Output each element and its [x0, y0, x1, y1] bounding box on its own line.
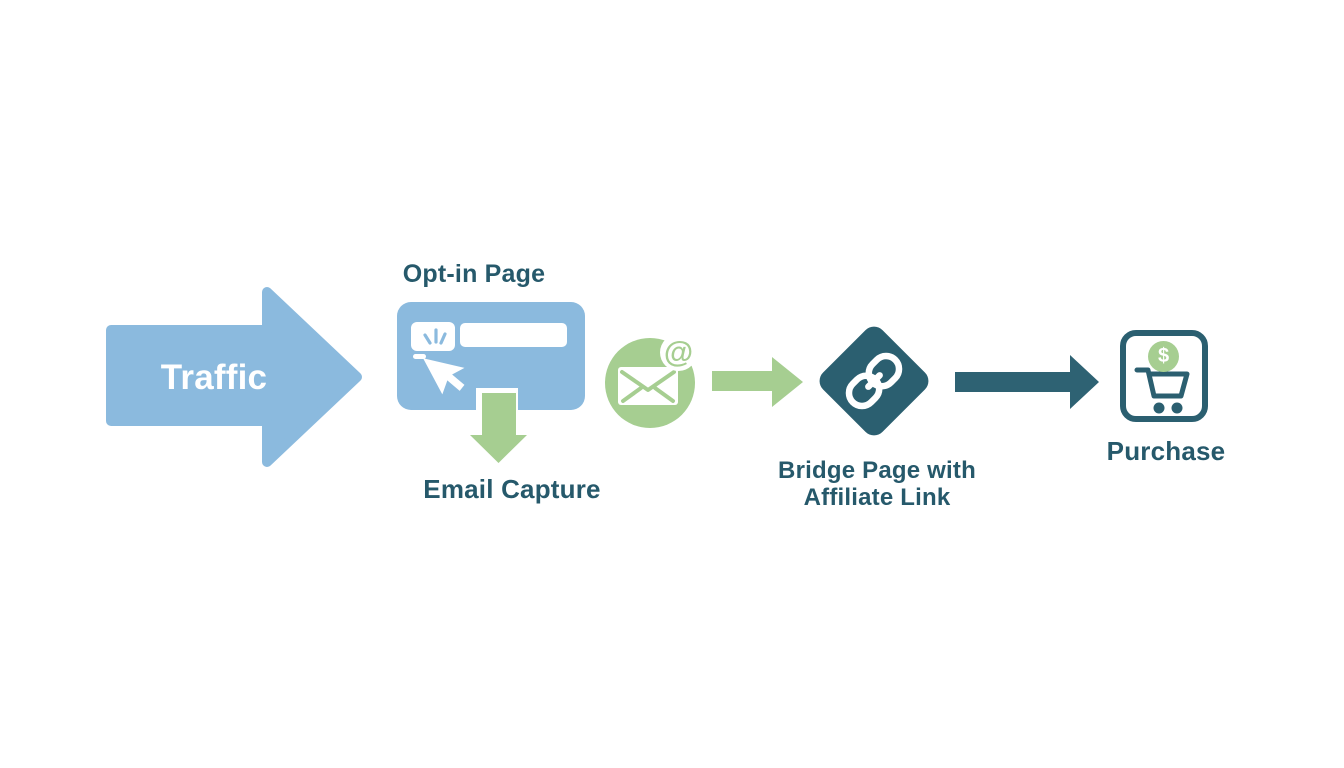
cart-icon	[1134, 367, 1190, 414]
at-symbol-background	[660, 334, 697, 371]
bridge-page-label-line2: Affiliate Link	[803, 484, 951, 511]
down-arrow-icon	[470, 393, 527, 463]
purchase-label: Purchase	[1106, 436, 1226, 466]
chain-link-icon	[845, 352, 903, 410]
click-dash	[413, 354, 426, 359]
click-button-graphic	[411, 322, 455, 351]
optin-page-title: Opt-in Page	[402, 260, 546, 288]
optin-page-card	[397, 302, 585, 410]
envelope-icon	[618, 367, 678, 405]
bridge-page-label-line1: Bridge Page with	[778, 457, 976, 484]
traffic-arrow	[106, 287, 362, 467]
flow-arrow-dark	[955, 355, 1099, 409]
dollar-icon: $	[1157, 345, 1170, 367]
flow-arrow-green	[712, 357, 803, 407]
dollar-badge: $	[1148, 341, 1179, 372]
email-capture-label: Email Capture	[423, 474, 601, 504]
cursor-icon	[423, 358, 465, 395]
traffic-label: Traffic	[160, 358, 268, 397]
input-field-graphic	[460, 323, 567, 347]
at-icon: @	[663, 336, 694, 369]
click-burst-icon	[423, 328, 447, 345]
